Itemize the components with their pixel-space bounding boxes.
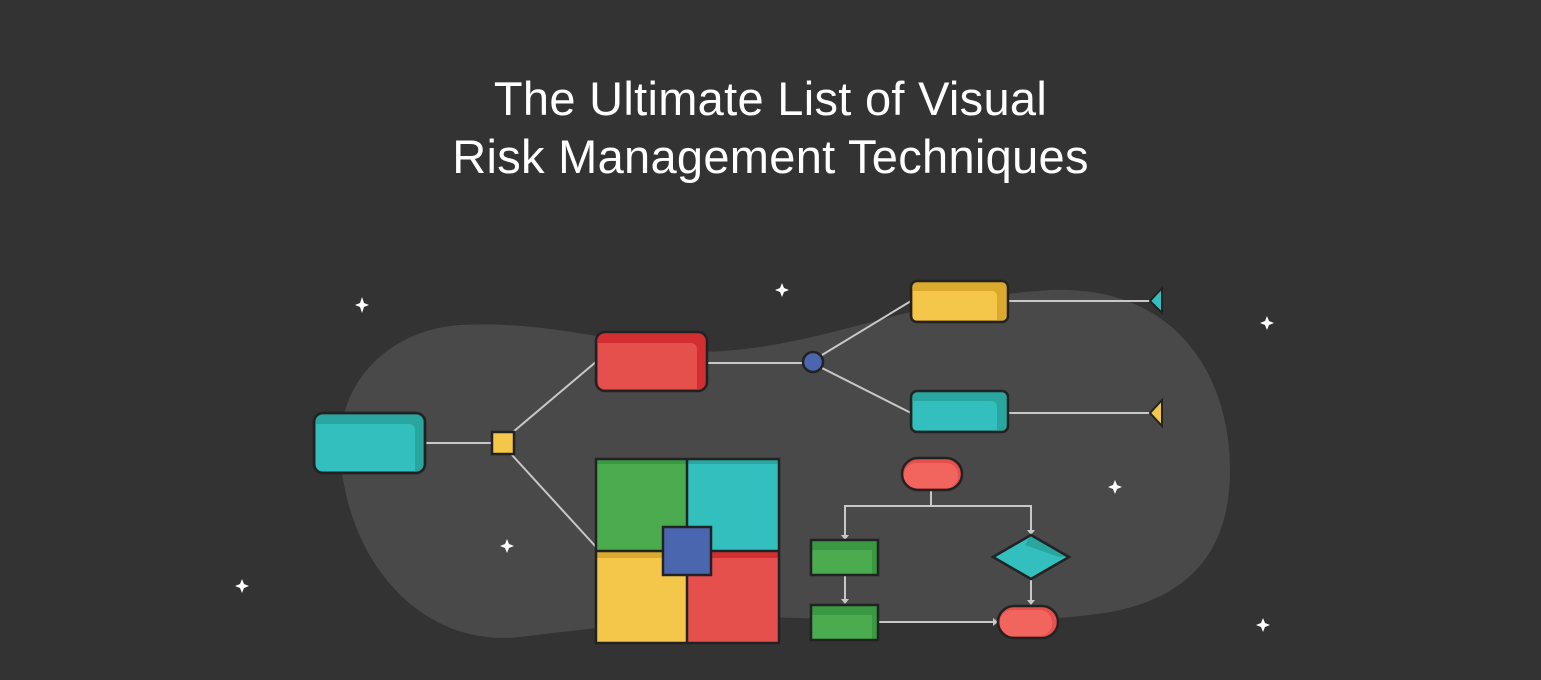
flowchart-start-terminator [900,456,964,492]
risk-matrix [594,457,781,645]
sparkle-icon [355,297,369,313]
sparkle-icon [500,539,514,553]
background-blob [339,289,1230,638]
flowchart-process-2 [809,603,880,642]
flowchart-decision-diamond [990,533,1072,581]
page-title: The Ultimate List of Visual Risk Managem… [0,70,1541,186]
blue-circle-node [801,350,825,374]
outcome-box-teal [909,389,1010,434]
flowchart-process-1 [809,538,880,577]
risk-box-red [594,330,709,393]
sparkle-icon [1256,618,1270,632]
sparkle-icon [775,283,789,297]
title-line-2: Risk Management Techniques [452,130,1089,183]
sparkle-icon [1260,316,1274,330]
sparkle-icon [1108,480,1122,494]
yellow-square-node [490,430,516,456]
flowchart-end-terminator [996,604,1060,640]
title-line-1: The Ultimate List of Visual [493,72,1048,125]
end-triangle-yellow [1148,397,1163,429]
sparkle-icon [235,579,249,593]
matrix-center-blue [661,525,713,577]
flowchart-connectors [844,490,1032,623]
outcome-box-yellow [909,279,1010,324]
root-box-teal [312,411,427,475]
end-triangle-teal [1148,285,1163,316]
flowchart-arrowheads [841,530,1035,626]
sparkles [235,283,1274,632]
decision-tree-connectors [425,300,1150,549]
